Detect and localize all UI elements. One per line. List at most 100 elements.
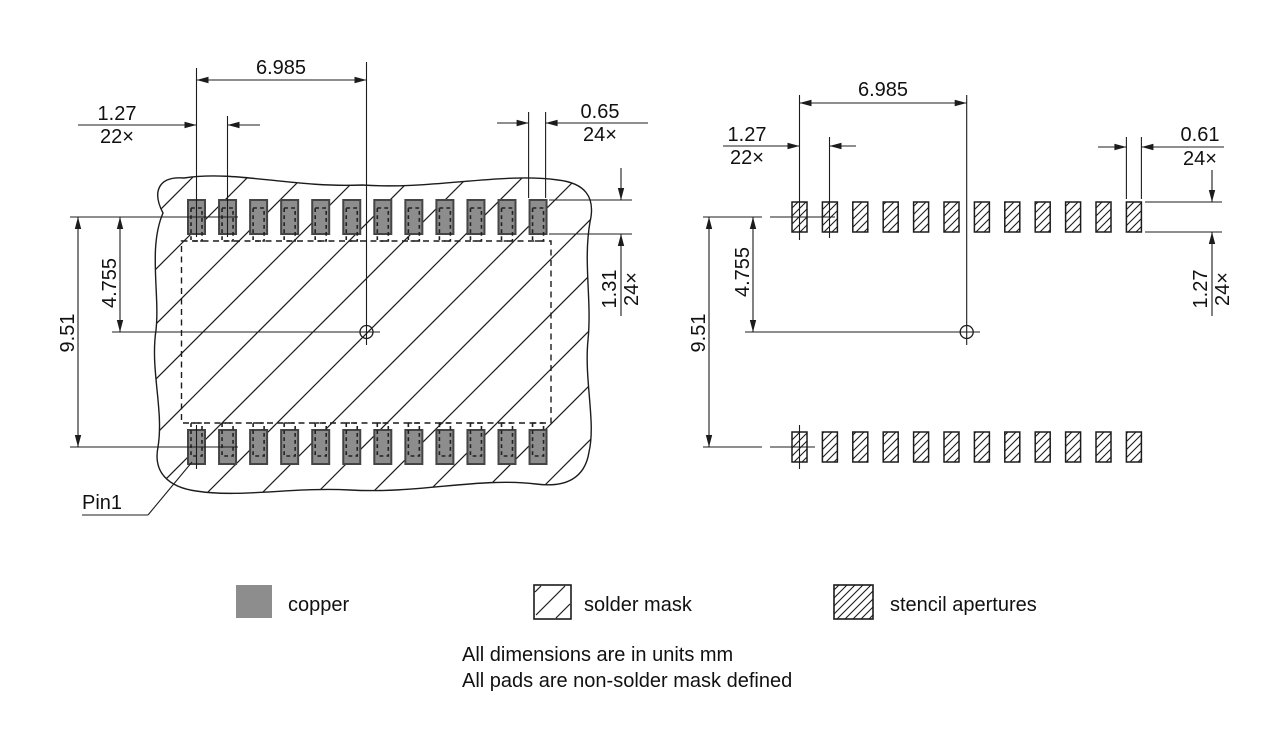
dim-right-span: 6.985 — [858, 79, 908, 101]
pin-outline-bottom — [531, 422, 545, 457]
pin-outline-top — [221, 207, 234, 242]
dim-right-apheight-count: 24× — [1212, 272, 1234, 306]
pin-outline-top — [314, 207, 328, 242]
right-center-mark-circle — [959, 324, 974, 340]
dimension-arrowhead — [617, 234, 625, 246]
pin-outline-top — [500, 207, 514, 242]
right-dimensions — [703, 95, 1224, 469]
dimension-arrowhead — [705, 435, 713, 447]
dim-right-halfpitch: 4.755 — [732, 247, 754, 297]
legend-stencil-label: stencil apertures — [890, 594, 1037, 616]
stencil-aperture-bottom — [912, 431, 930, 463]
legend: copper solder mask stencil apertures — [236, 584, 1037, 620]
pin1-label: Pin1 — [82, 492, 122, 514]
dim-left-padwidth-count: 24× — [583, 124, 617, 146]
dimension-arrowhead — [516, 119, 529, 127]
dim-right-apwidth-count: 24× — [1183, 148, 1217, 170]
hatch-line — [264, 175, 592, 494]
legend-copper-label: copper — [288, 594, 349, 616]
dimension-arrowhead — [74, 435, 82, 447]
hatch-line — [154, 175, 336, 494]
stencil-aperture-top — [1064, 201, 1082, 233]
pin-outline-bottom — [500, 422, 514, 457]
dimension-arrowhead — [749, 217, 757, 229]
component-pin-outlines — [190, 207, 545, 457]
left-dimensions-line — [147, 461, 193, 516]
left-dimension-labels-g: 1.31 24× — [599, 262, 643, 316]
dimension-arrowhead — [1208, 232, 1216, 244]
hatch-line — [429, 175, 592, 494]
dim-left-padheight-count: 24× — [621, 272, 643, 306]
dimension-arrowhead — [787, 142, 800, 150]
right-center-mark — [745, 95, 980, 345]
hatch-line — [484, 175, 592, 494]
stencil-aperture-bottom — [1125, 431, 1143, 463]
dimension-arrowhead — [354, 76, 367, 84]
solder-mask-swatch-g-line — [534, 585, 542, 593]
hatch-line — [154, 175, 281, 494]
pin-outline-bottom — [252, 422, 265, 457]
dimension-arrowhead — [196, 76, 209, 84]
pin-outline-bottom — [314, 422, 328, 457]
dim-right-pitch-value: 1.27 — [728, 124, 767, 146]
pin-outline-top — [283, 207, 296, 242]
stencil-aperture-bottom — [882, 431, 899, 463]
stencil-apertures-swatch — [833, 584, 874, 620]
hatch-line — [154, 175, 171, 494]
hatch-line — [319, 175, 592, 494]
pin-outline-bottom — [283, 422, 296, 457]
dim-left-padheight-value: 1.31 — [599, 270, 621, 309]
stencil-aperture-top — [912, 201, 930, 233]
stencil-apertures-swatch-rect — [833, 584, 874, 620]
pin-outline-bottom — [221, 422, 234, 457]
dimension-arrowhead — [1141, 143, 1154, 151]
stencil-aperture-top — [882, 201, 899, 233]
stencil-aperture-top — [973, 201, 991, 233]
dim-left-pitch-value: 1.27 — [98, 103, 137, 125]
stencil-aperture-bottom — [1095, 431, 1112, 463]
stencil-aperture-top — [1095, 201, 1112, 233]
left-center-mark-circle — [359, 324, 374, 340]
hatch-line — [154, 175, 556, 494]
pin-outline-bottom — [469, 422, 483, 457]
left-view: 6.985 1.27 22× 0.65 24× 1.31 24× 9.51 4.… — [0, 57, 648, 545]
pin-outline-bottom — [407, 422, 421, 457]
dimension-arrowhead — [617, 188, 625, 200]
left-dimension-labels-g: 9.51 — [57, 314, 79, 353]
pin-outline-top — [252, 207, 265, 242]
pin-outline-top — [438, 207, 452, 242]
left-center-mark — [112, 62, 380, 345]
stencil-aperture-top — [852, 201, 869, 233]
dimension-arrowhead — [184, 121, 197, 129]
stencil-aperture-bottom — [943, 431, 960, 463]
pin-outline-bottom — [376, 422, 390, 457]
hatch-line — [0, 145, 60, 545]
dimension-arrowhead — [74, 217, 82, 229]
dimension-arrowhead — [1114, 143, 1127, 151]
pin-outline-bottom — [345, 422, 359, 457]
copper-swatch — [236, 585, 272, 618]
stencil-aperture-top — [1004, 201, 1021, 233]
solder-mask-swatch-g-line — [555, 603, 571, 619]
stencil-aperture-top — [943, 201, 960, 233]
legend-solder-mask-label: solder mask — [584, 594, 693, 616]
solder-mask-swatch — [533, 584, 572, 620]
dimension-arrowhead — [1208, 190, 1216, 202]
dimension-arrowhead — [705, 217, 713, 229]
stencil-aperture-bottom — [1004, 431, 1021, 463]
pin-outline-top — [345, 207, 359, 242]
solder-mask-swatch-rect — [533, 584, 572, 620]
dim-left-pitch-count: 22× — [100, 126, 134, 148]
hatch-line — [374, 175, 592, 494]
dim-right-apwidth-value: 0.61 — [1181, 124, 1220, 146]
pin-outline-top — [531, 207, 545, 242]
stencil-aperture-top — [1125, 201, 1143, 233]
pin-outline-top — [376, 207, 390, 242]
dim-right-pitch-count: 22× — [730, 147, 764, 169]
note-nsmd: All pads are non-solder mask defined — [462, 670, 792, 692]
right-dimension-labels-g: 4.755 — [732, 247, 754, 297]
pin-outline-bottom — [438, 422, 452, 457]
solder-mask-swatch-g — [534, 585, 571, 619]
stencil-aperture-bottom — [1064, 431, 1082, 463]
dimension-arrowhead — [545, 119, 558, 127]
